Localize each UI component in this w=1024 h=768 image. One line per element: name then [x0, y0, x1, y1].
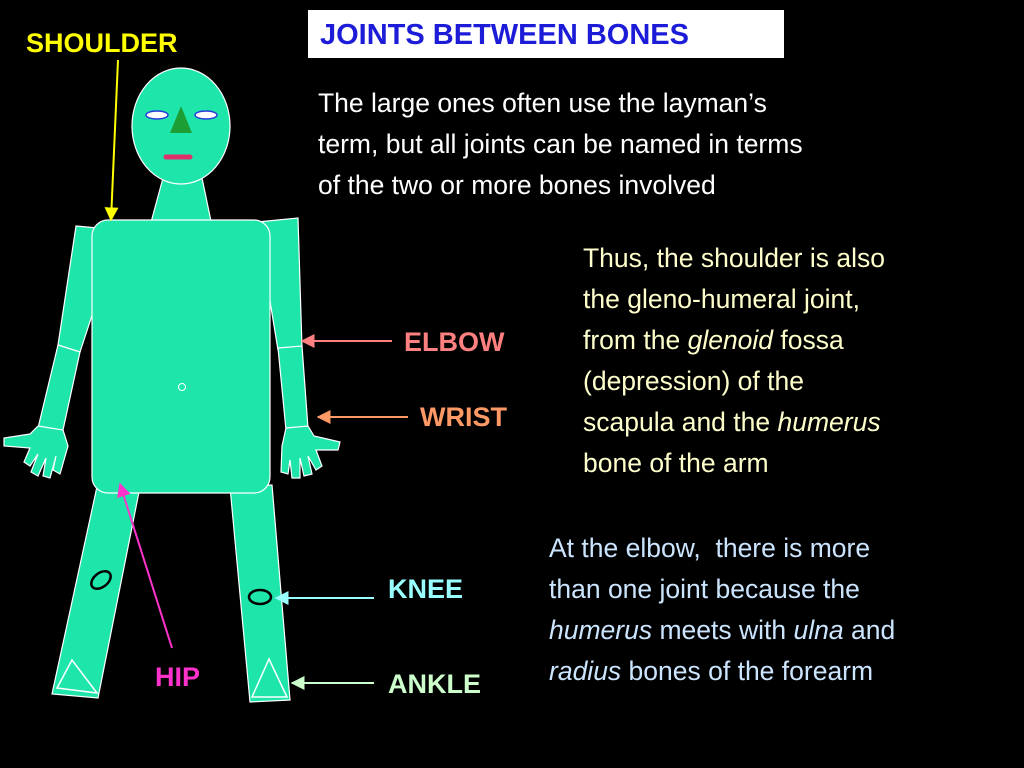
left-hand: [3, 425, 69, 479]
left-foot: [55, 658, 99, 694]
label-ankle: ANKLE: [388, 669, 481, 699]
right-hand: [280, 425, 341, 479]
label-knee: KNEE: [388, 574, 464, 604]
text-run: meets with: [652, 615, 794, 645]
right-forearm: [277, 345, 309, 431]
term-glenoid: glenoid: [687, 325, 774, 355]
text-run: fossa: [773, 325, 844, 355]
shoulder-line: scapula and the humerus: [583, 402, 885, 443]
shoulder-line: from the glenoid fossa: [583, 320, 885, 361]
right-eye: [194, 110, 218, 120]
term-radius: radius: [549, 656, 622, 686]
shoulder-line: Thus, the shoulder is also: [583, 243, 885, 273]
shoulder-line: the gleno-humeral joint,: [583, 284, 860, 314]
term-humerus: humerus: [549, 615, 653, 645]
intro-line: term, but all joints can be named in ter…: [318, 129, 803, 159]
left-forearm: [37, 344, 81, 431]
right-knee-mark: [247, 588, 273, 606]
text-run: from the: [583, 325, 688, 355]
elbow-line: than one joint because the: [549, 574, 860, 604]
right-leg: [229, 484, 291, 703]
term-ulna: ulna: [793, 615, 844, 645]
nose: [170, 106, 192, 133]
elbow-line: At the elbow, there is more: [549, 533, 871, 563]
intro-line: of the two or more bones involved: [318, 170, 716, 200]
label-shoulder: SHOULDER: [26, 28, 178, 58]
text-run: scapula and the: [583, 407, 778, 437]
intro-line: The large ones often use the layman’s: [318, 88, 767, 118]
shoulder-line: (depression) of the: [583, 366, 804, 396]
title-box: JOINTS BETWEEN BONES: [308, 10, 784, 58]
left-leg: [51, 481, 141, 699]
navel: [178, 383, 186, 391]
shoulder-arrow: [104, 59, 119, 222]
elbow-line: humerus meets with ulna and: [549, 610, 895, 651]
neck: [149, 177, 213, 227]
hip-arrow: [117, 482, 173, 649]
elbow-line: radius bones of the forearm: [549, 651, 895, 692]
shoulder-line: bone of the arm: [583, 448, 769, 478]
text-run: bones of the forearm: [621, 656, 874, 686]
shoulder-paragraph: Thus, the shoulder is also the gleno-hum…: [583, 238, 885, 484]
right-foot: [250, 657, 289, 698]
label-hip: HIP: [155, 662, 201, 692]
torso: [91, 219, 271, 494]
text-run: and: [843, 615, 896, 645]
left-knee-mark: [90, 570, 112, 590]
intro-paragraph: The large ones often use the layman’s te…: [318, 83, 803, 206]
elbow-paragraph: At the elbow, there is more than one joi…: [549, 528, 895, 692]
slide-title: JOINTS BETWEEN BONES: [320, 19, 689, 51]
term-humerus: humerus: [777, 407, 881, 437]
label-wrist: WRIST: [420, 402, 507, 432]
left-eye: [145, 110, 169, 120]
label-elbow: ELBOW: [404, 327, 505, 357]
